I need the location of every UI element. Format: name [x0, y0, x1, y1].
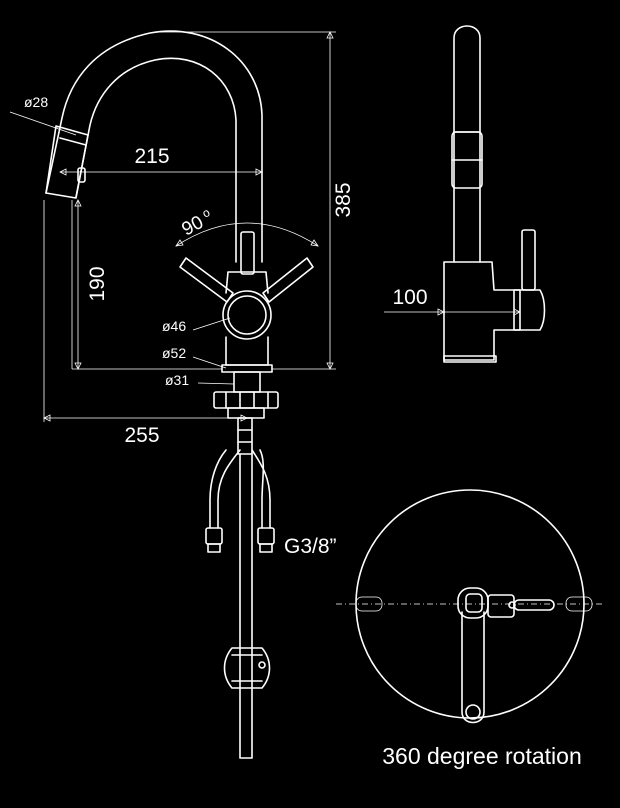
dim-body-diameter: ø46 — [162, 318, 186, 334]
top-spout — [461, 611, 485, 724]
top-view: 360 degree rotation — [336, 489, 604, 769]
base-ring — [221, 364, 273, 373]
left-handle-arm — [179, 257, 234, 303]
dim-base-diameter: ø52 — [162, 345, 186, 361]
top-handle-block — [487, 594, 515, 618]
dim-degree-symbol: o — [200, 205, 213, 221]
faucet-body — [225, 271, 269, 366]
rotation-ghost-left — [355, 596, 383, 612]
spout-outer — [45, 30, 263, 263]
top-handle-lever — [513, 599, 555, 611]
cold-supply-hose — [251, 449, 271, 529]
side-view: 100 — [384, 25, 546, 363]
right-handle-arm — [262, 257, 314, 303]
rotation-ghost-right — [565, 596, 593, 612]
spray-button — [77, 167, 86, 183]
hot-supply-hose — [209, 449, 241, 529]
spray-head — [45, 125, 89, 199]
dim-spout-clearance: 190 — [86, 266, 109, 301]
leader-46 — [192, 317, 231, 331]
side-handle — [521, 229, 536, 291]
dim-overall-width: 255 — [124, 424, 159, 447]
valve-hub-outer — [222, 290, 272, 340]
front-view: 215 ø28 385 190 255 90 o ø46 ø52 ø31 — [9, 30, 355, 759]
spout-inner — [75, 57, 237, 263]
dim-mount-diameter: ø31 — [165, 372, 189, 388]
pull-out-hose — [239, 453, 253, 759]
hose-weight — [223, 647, 271, 689]
mount-shank — [233, 371, 261, 393]
dim-side-depth: 100 — [392, 286, 427, 309]
cold-hose-fitting — [257, 527, 275, 545]
top-spout-end — [465, 704, 481, 720]
side-spout — [453, 25, 481, 263]
hot-hose-fitting — [205, 527, 223, 545]
dim-connection-thread: G3/8” — [284, 535, 337, 558]
mount-nut-lower — [227, 407, 265, 419]
leader-52 — [192, 356, 227, 369]
valve-hub-inner — [227, 295, 267, 335]
rotation-caption: 360 degree rotation — [382, 743, 582, 769]
spray-head-band — [59, 137, 87, 146]
dim-total-height: 385 — [332, 182, 355, 217]
dim-spout-diameter: ø28 — [24, 94, 48, 110]
leader-31 — [197, 382, 235, 385]
top-body-core — [465, 593, 483, 613]
side-body — [443, 261, 521, 361]
dim-spout-reach: 215 — [134, 145, 169, 168]
side-base — [443, 355, 497, 363]
dim-handle-angle: 90 — [178, 212, 207, 240]
side-handle-grip — [513, 289, 546, 331]
dim-line-28 — [9, 111, 77, 136]
mount-stud — [237, 417, 253, 455]
front-handle-stem — [240, 231, 255, 275]
dim-arc-90 — [175, 222, 319, 247]
